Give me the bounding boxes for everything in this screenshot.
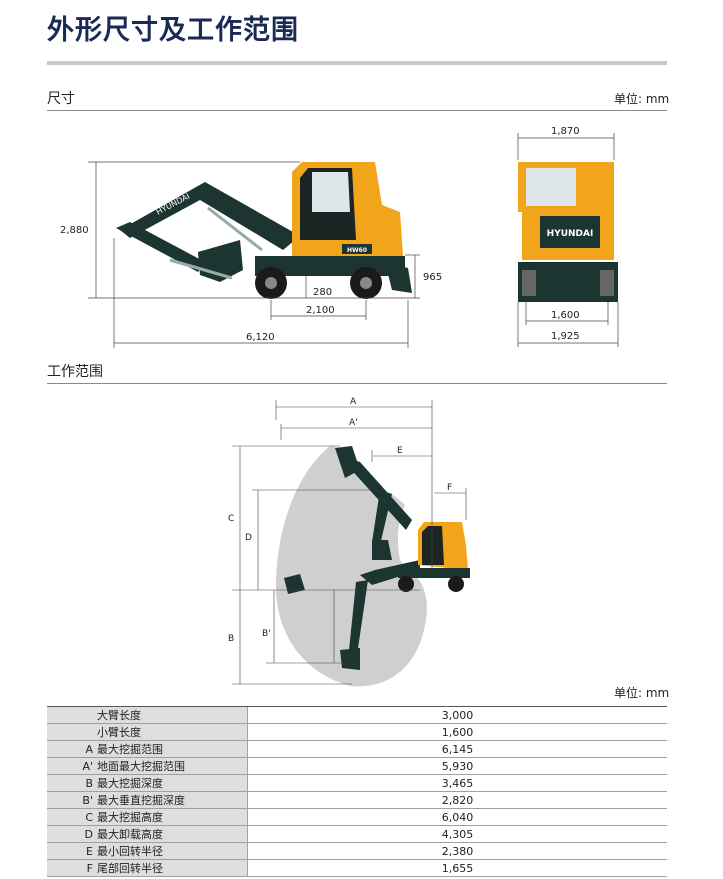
label-F: F (447, 483, 452, 493)
dim-track-width: 1,600 (551, 310, 580, 321)
working-range-heading: 工作范围 (47, 364, 103, 380)
label-D: D (245, 533, 252, 543)
dim-wheelbase: 2,100 (306, 305, 335, 316)
title-rule (47, 61, 667, 65)
rear-view-dimension-lines (517, 133, 619, 347)
working-range-rule (47, 383, 667, 384)
dim-cab-width: 1,870 (551, 126, 580, 137)
model-badge: HW60 (347, 247, 367, 254)
dim-ground-clearance: 280 (313, 287, 332, 298)
label-C: C (228, 514, 234, 524)
dim-overall-length: 6,120 (246, 332, 275, 343)
label-B: B (228, 634, 234, 644)
rear-view-excavator: HYUNDAI (518, 162, 618, 302)
dimensions-heading: 尺寸 (47, 91, 75, 107)
label-E: E (397, 446, 403, 456)
dim-height-total: 2,880 (60, 225, 89, 236)
dim-overall-width: 1,925 (551, 331, 580, 342)
dimensions-rule (47, 110, 667, 111)
range-machine (398, 522, 470, 592)
side-view-excavator: HYUNDAI HW60 (116, 162, 412, 299)
label-B-prime: B' (262, 629, 271, 639)
range-arm-poses (284, 446, 420, 670)
rear-brand-text: HYUNDAI (547, 229, 594, 239)
working-range-diagram: A A' E F C D B B' (228, 397, 470, 687)
side-view-dimension-lines (88, 161, 420, 348)
page-title: 外形尺寸及工作范围 (47, 15, 299, 46)
label-A-prime: A' (349, 418, 358, 428)
working-range-unit: 单位: mm (614, 686, 670, 700)
range-dimension-lines (232, 400, 467, 685)
dimensions-drawing: HYUNDAI HW60 2,880 965 (60, 126, 619, 348)
dim-blade-height: 965 (423, 272, 442, 283)
label-A: A (350, 397, 357, 407)
dimensions-unit: 单位: mm (614, 92, 670, 106)
